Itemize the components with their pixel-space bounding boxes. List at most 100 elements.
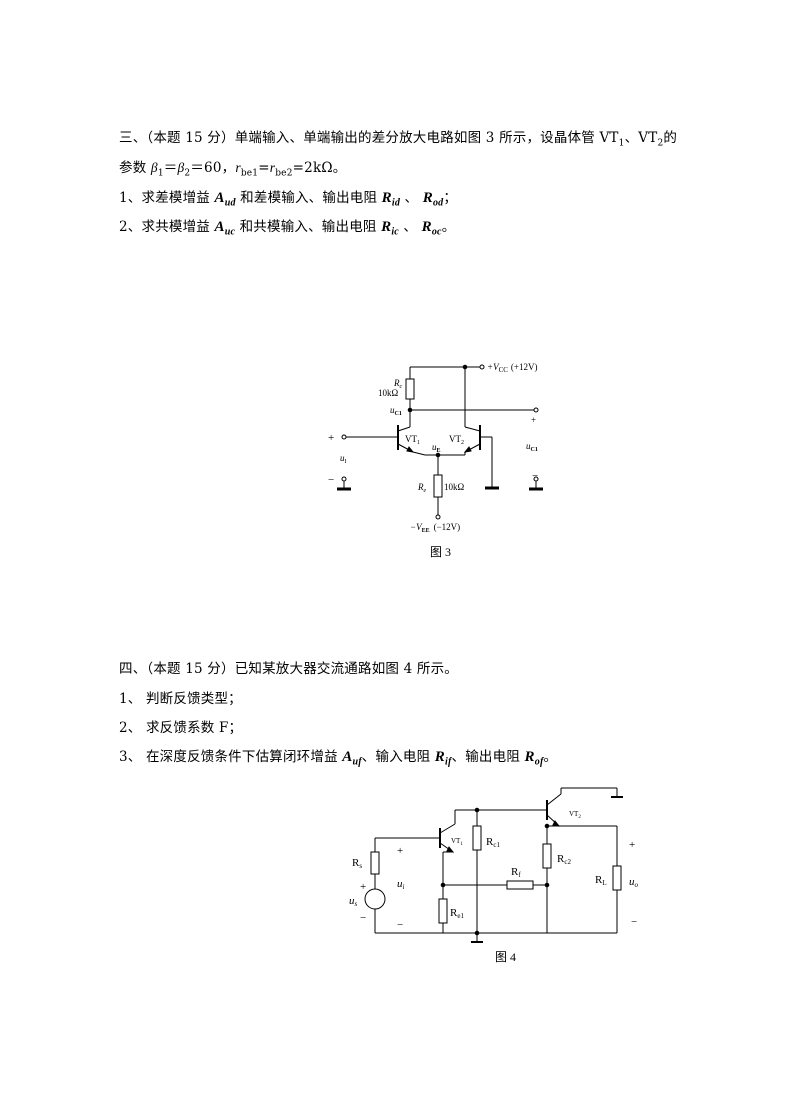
vt2-subscript: 2: [657, 138, 664, 149]
output-terminal: [533, 407, 539, 413]
section4-question1: 1、 判断反馈类型；: [119, 687, 242, 707]
rbe2-symbol: r: [269, 160, 276, 175]
q1-end: ；: [443, 190, 458, 206]
q2-end: 。: [441, 219, 456, 235]
q1-gain-subscript: ud: [224, 197, 236, 209]
re1-resistor: [438, 898, 448, 924]
section3-params: 参数 β1＝β2＝60，rbe1=rbe2=2kΩ。: [119, 156, 346, 179]
re-label: Re: [417, 482, 427, 494]
q3-gain-symbol: A: [342, 749, 353, 765]
re1-label: Re1: [450, 907, 464, 920]
q2-roc-subscript: oc: [431, 226, 442, 238]
minus-source: −: [360, 912, 366, 924]
section3-question2: 2、求共模增益 Auc 和共模输入、输出电阻 Ric 、 Roc。: [119, 215, 455, 238]
q3-end: 。: [543, 749, 558, 765]
q2-gain-subscript: uc: [224, 226, 236, 238]
q2-sep: 、: [398, 219, 422, 235]
vee-terminal: [435, 514, 441, 520]
minus-input: −: [397, 919, 403, 931]
rc1-resistor: [472, 825, 482, 851]
q2-ric-subscript: ic: [391, 226, 399, 238]
rbe-value: =2kΩ。: [292, 160, 347, 176]
q1-text: 1、求差模增益: [119, 190, 215, 206]
rbe2-subscript: be2: [275, 168, 293, 179]
plus-left: +: [328, 432, 334, 444]
beta2-subscript: 2: [184, 168, 191, 179]
q2-text: 2、求共模增益: [119, 219, 215, 235]
q1-rid-symbol: R: [381, 190, 392, 206]
rs-label: Rs: [352, 857, 362, 870]
rf-resistor: [506, 880, 534, 890]
q2-mid: 和共模输入、输出电阻: [235, 219, 382, 235]
vcc-terminal: [479, 364, 485, 370]
minus-output: −: [631, 916, 637, 928]
section4-question3: 3、 在深度反馈条件下估算闭环增益 Auf、输入电阻 Rif、输出电阻 Rof。: [119, 745, 557, 768]
section4-title-text: 四、（本题 15 分）已知某放大器交流通路如图 4 所示。: [119, 661, 458, 677]
uo-label: uo: [629, 876, 639, 889]
beta-equals: ＝: [163, 160, 178, 176]
uc1-left-label: uC1: [390, 405, 402, 417]
us-source: [364, 888, 386, 910]
vee-label: −VEE(−12V): [410, 522, 460, 534]
q3-gain-subscript: uf: [352, 756, 362, 768]
q1-mid: 和差模输入、输出电阻: [235, 190, 382, 206]
rbe-equals: =: [258, 160, 270, 176]
beta-value: ＝60，: [190, 160, 236, 176]
section4-title: 四、（本题 15 分）已知某放大器交流通路如图 4 所示。: [119, 657, 458, 677]
uc1-right-label: uC1: [526, 441, 538, 453]
vt2-label: VT2: [569, 810, 581, 820]
q1-rod-subscript: od: [432, 197, 444, 209]
input-terminal: [341, 434, 347, 440]
rc1-label: Rc1: [486, 836, 500, 849]
section3-title-text: 三、（本题 15 分）单端输入、单端输出的差分放大电路如图 3 所示，设晶体管 …: [119, 130, 619, 146]
q3-mid2: 、输出电阻: [451, 749, 525, 765]
q3-mid: 、输入电阻: [361, 749, 435, 765]
figure3-caption: 图 3: [430, 545, 451, 559]
ui-label: uI: [340, 453, 347, 465]
rc2-resistor: [542, 843, 552, 869]
rc-value: 10kΩ: [378, 388, 399, 398]
params-prefix: 参数: [119, 160, 151, 176]
q1-gain-symbol: A: [214, 190, 225, 206]
re-resistor: [433, 474, 443, 498]
ue-label: uE: [432, 442, 441, 454]
rl-label: RL: [595, 874, 607, 887]
q3-ri-subscript: if: [445, 756, 452, 768]
section4-q1-text: 1、 判断反馈类型；: [119, 691, 242, 707]
q2-roc-symbol: R: [421, 219, 432, 235]
section4-q3-text: 3、 在深度反馈条件下估算闭环增益: [119, 749, 343, 765]
section3-title-mid: 、VT: [624, 130, 658, 146]
section3-title-end: 的: [663, 130, 678, 146]
rf-label: Rf: [511, 866, 521, 879]
plus-output: +: [629, 839, 635, 851]
us-label: us: [349, 895, 358, 908]
rc-resistor: [405, 378, 415, 400]
beta1-subscript: 1: [157, 168, 164, 179]
beta2-symbol: β: [177, 160, 185, 175]
rbe1-subscript: be1: [240, 168, 259, 179]
rs-resistor: [370, 851, 380, 875]
vt1-subscript: 1: [618, 138, 625, 149]
section4-question2: 2、 求反馈系数 F；: [119, 716, 242, 736]
plus-right: +: [531, 415, 536, 425]
beta1-symbol: β: [150, 160, 158, 175]
rc2-label: Rc2: [557, 853, 571, 866]
plus-source: +: [360, 881, 366, 893]
section3-question1: 1、求差模增益 Aud 和差模输入、输出电阻 Rid 、 Rod；: [119, 186, 457, 209]
section4-q2-text: 2、 求反馈系数 F；: [119, 720, 243, 736]
minus-left: −: [328, 474, 334, 486]
re-value: 10kΩ: [444, 482, 465, 492]
rl-resistor: [612, 865, 622, 891]
q1-sep: 、: [400, 190, 423, 206]
rc-label: Rc: [393, 378, 403, 390]
figure4-caption: 图 4: [495, 950, 516, 964]
q1-rod-symbol: R: [422, 190, 433, 206]
section3-title: 三、（本题 15 分）单端输入、单端输出的差分放大电路如图 3 所示，设晶体管 …: [119, 126, 677, 149]
minus-right: −: [532, 470, 538, 482]
q1-rid-subscript: id: [391, 197, 401, 209]
ui-label: ui: [397, 878, 405, 891]
q3-ro-symbol: R: [524, 749, 535, 765]
vt2-label: VT2: [449, 434, 464, 446]
q3-ro-subscript: of: [534, 756, 544, 768]
q3-ri-symbol: R: [434, 749, 446, 765]
